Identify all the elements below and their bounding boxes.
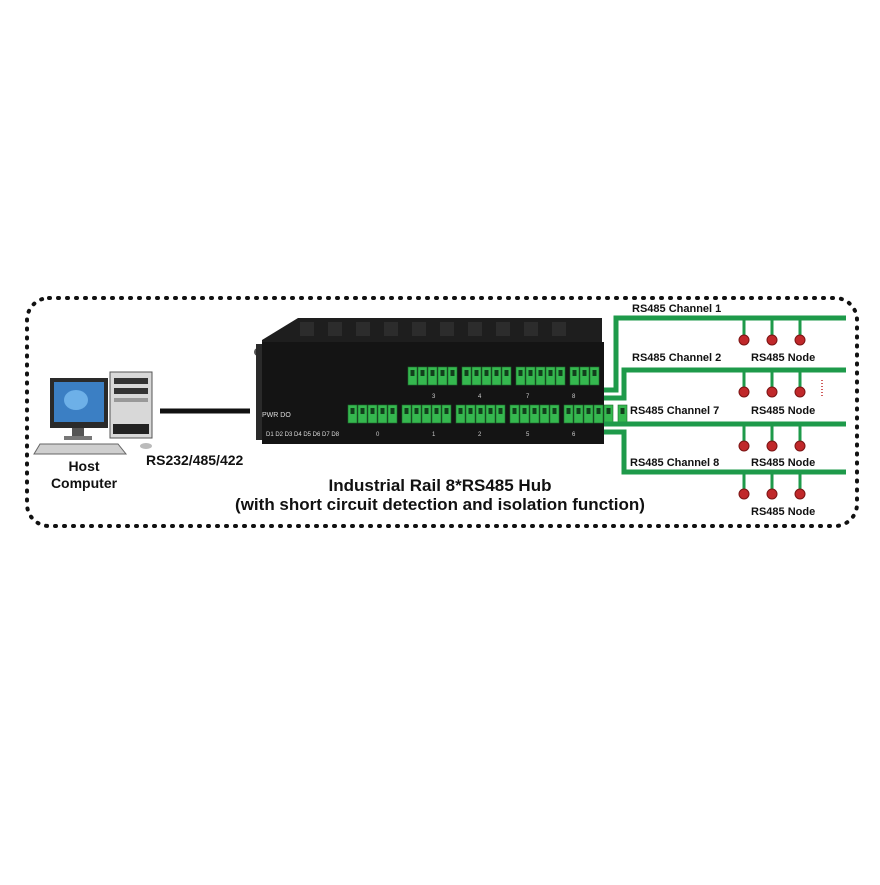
heatsink-fin [356, 322, 370, 336]
top-port-number: 7 [526, 394, 530, 400]
terminal-screw [350, 408, 355, 414]
heatsink-fin [384, 322, 398, 336]
bus-line-4 [604, 429, 846, 475]
bottom-port-number: 1 [432, 432, 436, 438]
hub-subtitle: (with short circuit detection and isolat… [235, 495, 645, 514]
top-port-number: 3 [432, 394, 436, 400]
rs485-node [766, 488, 778, 500]
bottom-port-number: 0 [376, 432, 380, 438]
bottom-port-number: 6 [572, 432, 576, 438]
rs485-node [738, 334, 750, 346]
hub-led-label-top: PWR DO [262, 412, 291, 419]
host-label-line2: Computer [50, 475, 118, 491]
terminal-screw [542, 408, 547, 414]
terminal-screw [488, 408, 493, 414]
terminal-screw [484, 370, 489, 376]
channel-7-label: RS485 Channel 7 [630, 405, 720, 417]
terminal-screw [434, 408, 439, 414]
bus-line-1 [604, 315, 846, 393]
terminal-screw [606, 408, 611, 414]
rs485-node [794, 334, 806, 346]
terminal-screw [468, 408, 473, 414]
terminal-screw [414, 408, 419, 414]
terminal-screw [522, 408, 527, 414]
terminal-screw [450, 370, 455, 376]
dotted-frame [25, 296, 859, 528]
terminal-screw [424, 408, 429, 414]
terminal-screw [458, 408, 463, 414]
terminal-screw [498, 408, 503, 414]
host-computer-icon [33, 371, 153, 455]
rs485-node [766, 334, 778, 346]
channel-8-label: RS485 Channel 8 [630, 457, 720, 469]
terminal-screw [558, 370, 563, 376]
terminal-screw [504, 370, 509, 376]
heatsink-fin [328, 322, 342, 336]
heatsink-fin [412, 322, 426, 336]
terminal-screw [512, 408, 517, 414]
hub-title: Industrial Rail 8*RS485 Hub [328, 476, 552, 495]
terminal-screw [548, 370, 553, 376]
terminal-screw [420, 370, 425, 376]
heatsink-fin [300, 322, 314, 336]
terminal-screw [464, 370, 469, 376]
terminal-screw [444, 408, 449, 414]
terminal-screw [592, 370, 597, 376]
rs485-node [738, 440, 750, 452]
terminal-screw [440, 370, 445, 376]
terminal-screw [390, 408, 395, 414]
node-label-4: RS485 Node [751, 506, 816, 518]
terminal-screw [360, 408, 365, 414]
terminal-screw [596, 408, 601, 414]
link-label: RS232/485/422 [146, 452, 244, 468]
rs485-node [794, 386, 806, 398]
heatsink-fin [496, 322, 510, 336]
rs485-node [794, 488, 806, 500]
terminal-screw [552, 408, 557, 414]
terminal-screw [572, 370, 577, 376]
node-label-3: RS485 Node [751, 457, 816, 469]
terminal-screw [404, 408, 409, 414]
node-label-1: RS485 Node [751, 352, 816, 364]
bottom-port-number: 2 [478, 432, 482, 438]
node-label-2: RS485 Node [751, 405, 816, 417]
rs485-node [738, 488, 750, 500]
terminal-screw [576, 408, 581, 414]
terminal-screw [380, 408, 385, 414]
hub-device: 3 4 7 8 0 1 2 5 6 [254, 318, 628, 444]
rs485-node [738, 386, 750, 398]
heatsink-fin [552, 322, 566, 336]
hub-led-label-bottom: D1 D2 D3 D4 D5 D6 D7 D8 [266, 432, 340, 438]
terminal-screw [538, 370, 543, 376]
terminal-screw [532, 408, 537, 414]
terminal-screw [370, 408, 375, 414]
terminal-screw [528, 370, 533, 376]
terminal-screw [494, 370, 499, 376]
bottom-port-number: 5 [526, 432, 530, 438]
rs485-node [766, 440, 778, 452]
rs485-node [794, 440, 806, 452]
terminal-screw [410, 370, 415, 376]
heatsink-fin [468, 322, 482, 336]
top-port-number: 4 [478, 394, 482, 400]
terminal-screw [582, 370, 587, 376]
terminal-screw [518, 370, 523, 376]
terminal-screw [566, 408, 571, 414]
terminal-screw [620, 408, 625, 414]
heatsink-fin [440, 322, 454, 336]
terminal-screw [474, 370, 479, 376]
host-label-line1: Host [68, 458, 100, 474]
channel-2-label: RS485 Channel 2 [632, 352, 722, 364]
terminal-screw [586, 408, 591, 414]
rs485-node [766, 386, 778, 398]
terminal-screw [430, 370, 435, 376]
channel-1-label: RS485 Channel 1 [632, 303, 722, 315]
bus-line-2 [604, 367, 846, 401]
top-port-number: 8 [572, 394, 576, 400]
terminal-screw [478, 408, 483, 414]
heatsink-fin [524, 322, 538, 336]
